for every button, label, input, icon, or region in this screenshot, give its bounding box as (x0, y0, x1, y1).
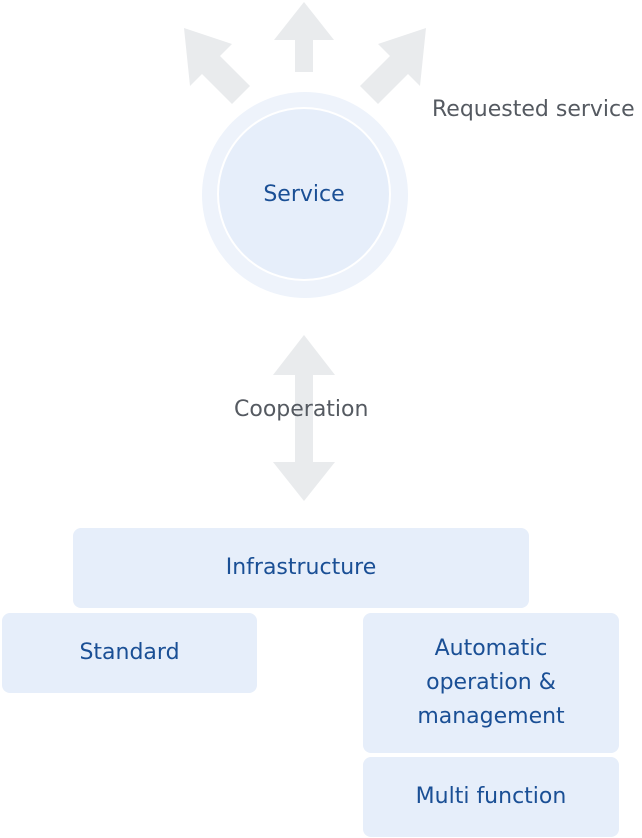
standard-label: Standard (79, 640, 180, 665)
service-circle: Service (217, 107, 391, 281)
multi-function-box: Multi function (363, 757, 619, 837)
automatic-line-1: Automatic (434, 636, 548, 661)
infrastructure-label: Infrastructure (225, 555, 377, 580)
automatic-operation-label: Automatic operation & management (417, 632, 564, 734)
arrow-up-right-icon (360, 28, 426, 104)
automatic-line-2: operation & (426, 670, 556, 695)
automatic-line-3: management (417, 704, 565, 729)
multi-function-label: Multi function (415, 784, 567, 809)
arrow-up-left-icon (184, 28, 250, 104)
requested-service-label: Requested service (432, 97, 635, 122)
infrastructure-box: Infrastructure (73, 528, 529, 608)
automatic-operation-box: Automatic operation & management (363, 613, 619, 753)
standard-box: Standard (2, 613, 257, 693)
arrow-up-icon (274, 2, 334, 72)
cooperation-label: Cooperation (234, 397, 369, 422)
double-arrow-vertical-icon (273, 335, 335, 501)
service-label: Service (263, 181, 345, 207)
